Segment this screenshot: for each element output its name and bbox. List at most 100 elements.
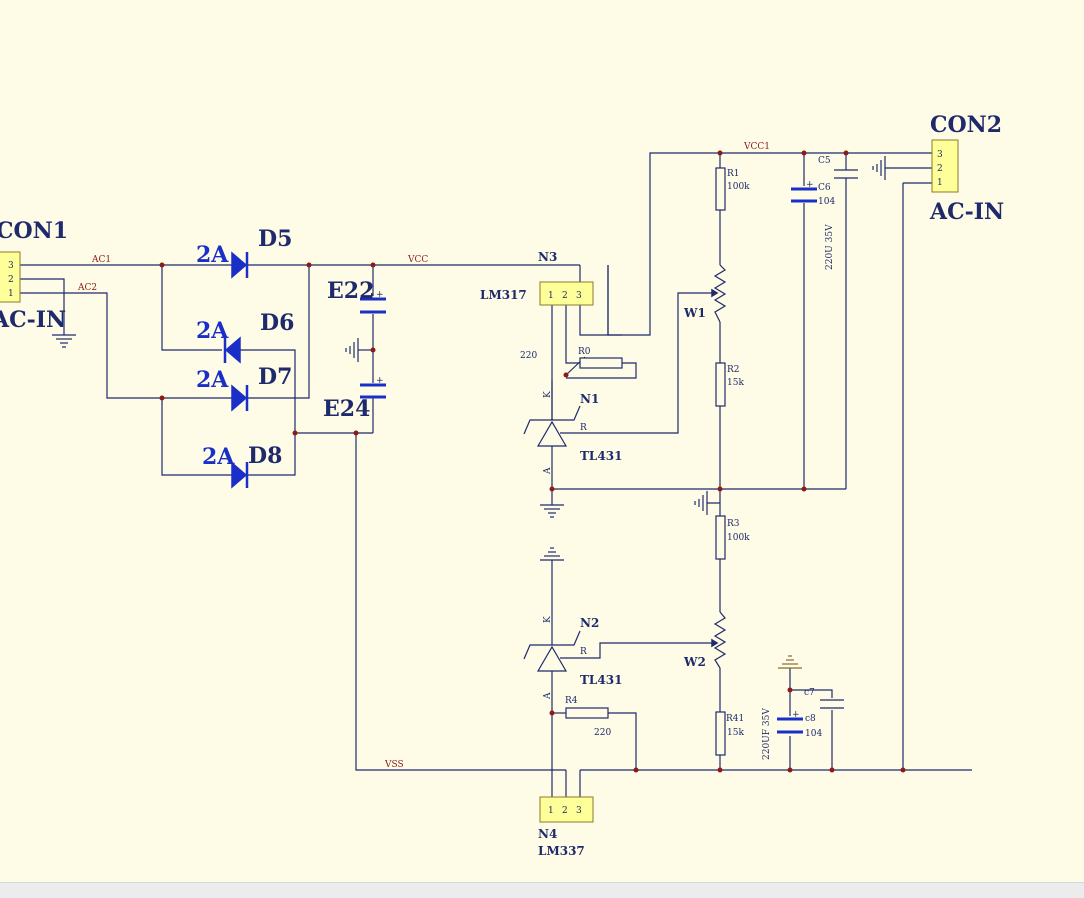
svg-text:E22: E22 [327,278,374,304]
svg-text:220: 220 [594,728,611,738]
capacitor-e24[interactable]: + E24 [323,376,386,422]
svg-text:1: 1 [8,289,14,299]
resistor-r41[interactable]: R41 15k [715,711,744,756]
svg-text:R0: R0 [578,347,591,357]
svg-text:C6: C6 [818,183,831,193]
svg-text:2: 2 [937,164,943,174]
svg-text:A: A [543,467,553,475]
wires [20,152,972,797]
svg-text:100k: 100k [727,533,750,543]
svg-text:100k: 100k [727,182,750,192]
ground-icon [540,504,564,518]
svg-text:c8: c8 [805,714,816,724]
regulator-n4[interactable]: 1 2 3 N4 LM337 [538,796,594,858]
svg-text:N3: N3 [538,250,557,264]
con1-ref: CON1 [0,218,68,244]
svg-text:2A: 2A [196,318,229,344]
capacitor-c7[interactable]: c7 [804,688,844,709]
diode-d8[interactable]: 2A D8 [202,443,282,489]
potentiometer-w2[interactable]: W2 [683,611,727,669]
capacitor-c8[interactable]: + c8 104 220UF 35V [762,708,822,760]
ground-icon [872,156,886,180]
svg-text:N4: N4 [538,827,557,841]
net-label-ac2: AC2 [77,283,97,293]
svg-text:+: + [806,180,814,190]
svg-text:N2: N2 [580,616,599,630]
svg-text:2A: 2A [202,444,235,470]
svg-text:+: + [792,710,800,720]
ground-icon [694,491,708,515]
con2-label: AC-IN [929,199,1004,225]
ground-icon [778,655,802,669]
svg-text:K: K [543,616,553,623]
svg-text:15k: 15k [727,728,744,738]
svg-text:2: 2 [562,291,568,301]
capacitor-e22[interactable]: + E22 [327,278,386,314]
svg-text:3: 3 [8,261,14,271]
svg-text:104: 104 [805,729,822,739]
svg-text:LM337: LM337 [538,844,585,858]
svg-text:+: + [376,290,384,300]
horizontal-scrollbar[interactable] [0,882,1084,898]
resistor-r4[interactable]: R4 220 [565,696,611,738]
shunt-reference-n2[interactable]: K A R N2 TL431 [523,616,622,700]
ground-icon [345,338,359,362]
junctions [159,150,906,773]
svg-text:3: 3 [576,291,582,301]
svg-text:2A: 2A [196,367,229,393]
svg-text:c7: c7 [804,688,815,698]
resistor-r0[interactable]: R0 220 [520,347,623,369]
diode-d6[interactable]: 2A D6 [196,310,294,364]
svg-text:3: 3 [576,806,582,816]
svg-text:R1: R1 [727,169,740,179]
net-label-vcc1: VCC1 [743,142,770,152]
connector-con2[interactable]: 3 2 1 CON2 AC-IN [929,112,1004,225]
svg-text:3: 3 [937,150,943,160]
svg-text:104: 104 [818,197,835,207]
con1-label: AC-IN [0,307,66,333]
svg-text:2A: 2A [196,242,229,268]
svg-text:R41: R41 [726,714,744,724]
regulator-n3[interactable]: 1 2 3 N3 LM317 [480,250,594,306]
svg-text:N1: N1 [580,392,599,406]
svg-text:1: 1 [548,291,554,301]
svg-text:TL431: TL431 [580,449,622,463]
svg-text:E24: E24 [323,396,370,422]
resistor-r2[interactable]: R2 15k [715,362,744,407]
svg-text:D7: D7 [258,364,292,390]
capacitor-c5[interactable]: C5 [818,156,858,179]
svg-text:W1: W1 [683,306,706,320]
svg-text:220UF 35V: 220UF 35V [762,708,772,760]
net-label-vcc: VCC [407,255,428,265]
net-label-ac1: AC1 [91,255,111,265]
svg-text:1: 1 [937,178,943,188]
connector-con1[interactable]: 3 2 1 CON1 AC-IN [0,218,68,333]
svg-text:D6: D6 [260,310,294,336]
svg-text:R: R [580,423,587,433]
diode-d7[interactable]: 2A D7 [196,364,292,412]
svg-text:220: 220 [520,351,537,361]
svg-text:D5: D5 [258,226,292,252]
svg-text:R3: R3 [727,519,740,529]
svg-text:15k: 15k [727,378,744,388]
resistor-r1[interactable]: R1 100k [715,167,750,211]
svg-text:2: 2 [562,806,568,816]
svg-text:C5: C5 [818,156,831,166]
svg-text:220U 35V: 220U 35V [825,224,835,270]
svg-text:TL431: TL431 [580,673,622,687]
ground-icon [52,334,76,348]
svg-text:LM317: LM317 [480,288,527,302]
net-label-vss: VSS [384,760,404,770]
svg-text:R2: R2 [727,365,740,375]
resistor-r3[interactable]: R3 100k [715,515,750,560]
svg-text:W2: W2 [683,655,706,669]
potentiometer-w1[interactable]: W1 [683,264,727,323]
capacitor-c6[interactable]: + C6 104 220U 35V [791,180,835,270]
diode-d5[interactable]: 2A D5 [196,226,292,279]
svg-text:R4: R4 [565,696,578,706]
svg-text:K: K [543,391,553,398]
svg-text:D8: D8 [248,443,282,469]
shunt-reference-n1[interactable]: K A R N1 TL431 [523,391,622,475]
con2-ref: CON2 [930,112,1002,138]
